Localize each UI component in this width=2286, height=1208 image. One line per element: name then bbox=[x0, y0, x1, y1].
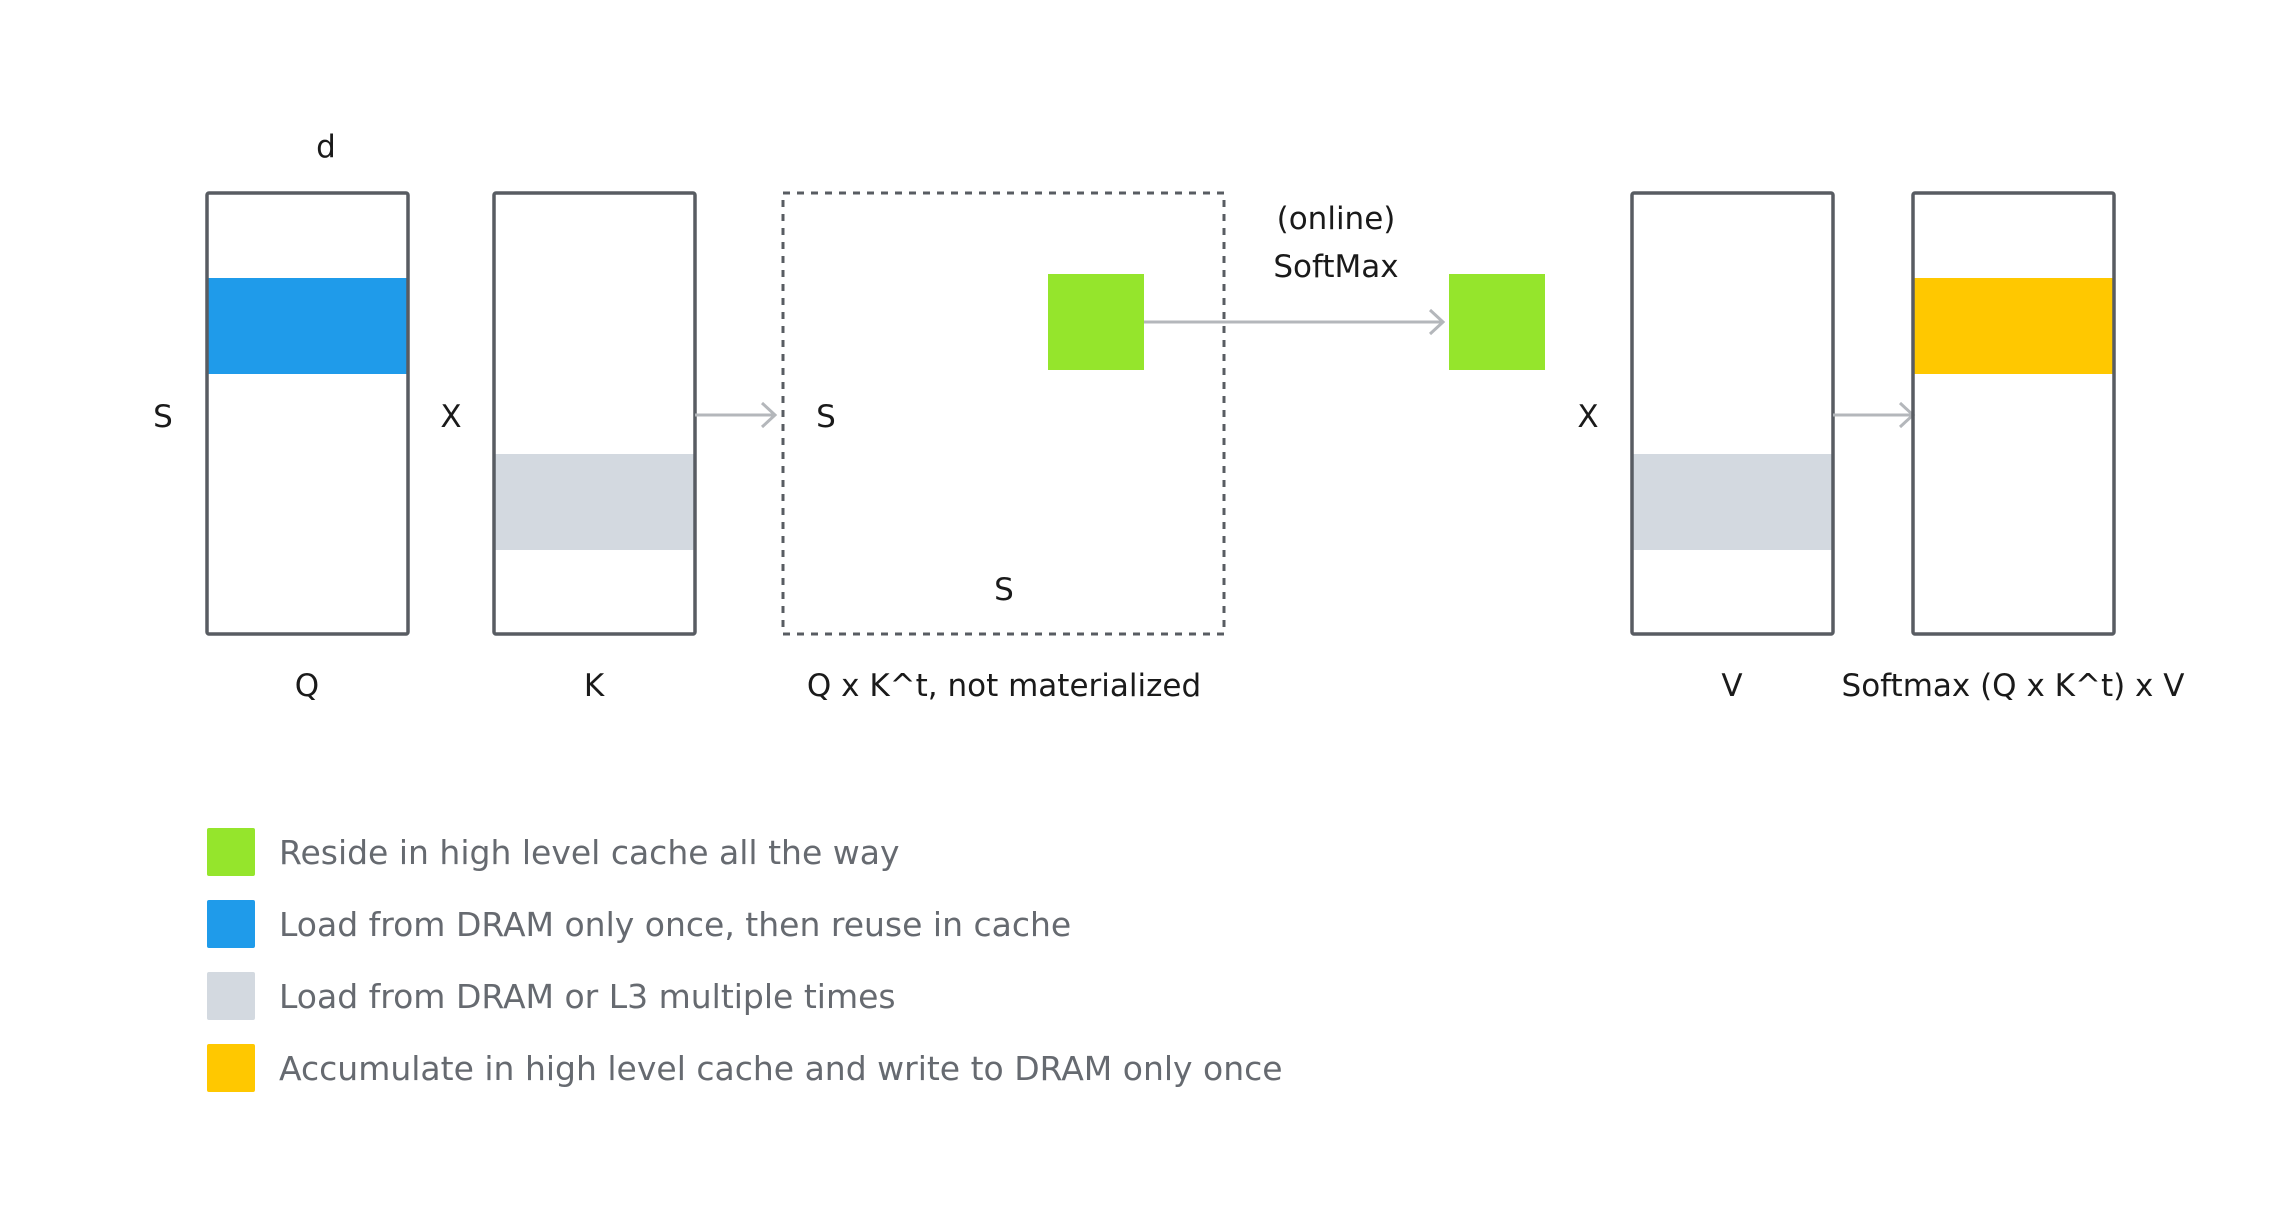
arrow-k-to-qk bbox=[695, 401, 778, 429]
qk-matrix-outline bbox=[781, 191, 1226, 636]
legend-text-blue: Load from DRAM only once, then reuse in … bbox=[279, 905, 1071, 944]
q-block-blue bbox=[207, 278, 408, 374]
legend-item-green: Reside in high level cache all the way bbox=[207, 828, 899, 876]
q-matrix bbox=[205, 191, 410, 636]
multiply-symbol-2: X bbox=[1577, 399, 1598, 435]
label-v: V bbox=[1721, 668, 1742, 704]
label-qk: Q x K^t, not materialized bbox=[807, 668, 1201, 704]
label-qk-cols: S bbox=[994, 572, 1014, 608]
label-k: K bbox=[584, 668, 605, 704]
output-block-yellow bbox=[1913, 278, 2114, 374]
qk-block-green bbox=[1048, 274, 1144, 370]
v-block-gray bbox=[1632, 454, 1833, 550]
legend-swatch-gray bbox=[207, 972, 255, 1020]
legend-swatch-yellow bbox=[207, 1044, 255, 1092]
q-matrix-outline bbox=[205, 191, 410, 636]
arrow-softmax bbox=[1144, 308, 1446, 336]
v-matrix-outline bbox=[1630, 191, 1835, 636]
legend-text-yellow: Accumulate in high level cache and write… bbox=[279, 1049, 1283, 1088]
label-softmax-bottom: SoftMax bbox=[1273, 249, 1398, 285]
label-softmax-top: (online) bbox=[1277, 201, 1396, 237]
legend-swatch-green bbox=[207, 828, 255, 876]
k-matrix bbox=[492, 191, 697, 636]
label-q-rows: S bbox=[153, 399, 173, 435]
qk-matrix bbox=[781, 191, 1226, 636]
output-matrix bbox=[1911, 191, 2116, 636]
legend-item-gray: Load from DRAM or L3 multiple times bbox=[207, 972, 896, 1020]
k-matrix-outline bbox=[492, 191, 697, 636]
label-output: Softmax (Q x K^t) x V bbox=[1842, 668, 2185, 704]
v-matrix bbox=[1630, 191, 1835, 636]
legend-item-yellow: Accumulate in high level cache and write… bbox=[207, 1044, 1283, 1092]
label-q: Q bbox=[295, 668, 319, 704]
k-block-gray bbox=[494, 454, 695, 550]
legend-text-green: Reside in high level cache all the way bbox=[279, 833, 899, 872]
legend-swatch-blue bbox=[207, 900, 255, 948]
label-qk-rows: S bbox=[816, 399, 836, 435]
legend-item-blue: Load from DRAM only once, then reuse in … bbox=[207, 900, 1071, 948]
arrow-v-to-output bbox=[1833, 401, 1916, 429]
multiply-symbol-1: X bbox=[440, 399, 461, 435]
label-d: d bbox=[316, 129, 336, 165]
legend: Reside in high level cache all the way L… bbox=[207, 828, 1283, 1092]
legend-text-gray: Load from DRAM or L3 multiple times bbox=[279, 977, 896, 1016]
softmax-block-green bbox=[1449, 274, 1545, 370]
output-matrix-outline bbox=[1911, 191, 2116, 636]
